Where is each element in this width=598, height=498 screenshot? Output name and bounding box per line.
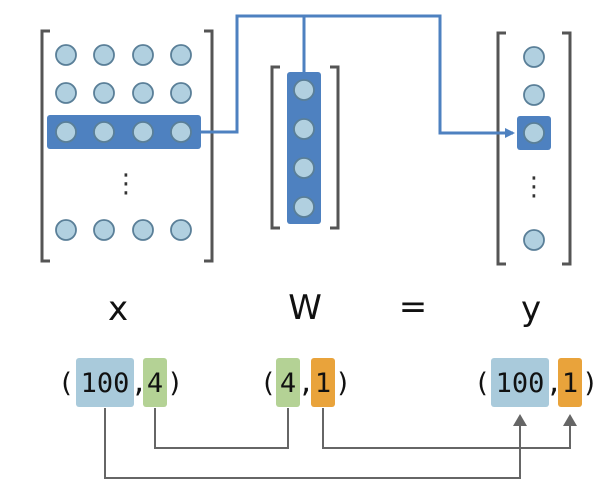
shape-w-cols-highlight bbox=[311, 358, 335, 407]
matrix-y-cell bbox=[523, 229, 545, 251]
x-row-to-w-link bbox=[201, 14, 306, 134]
matrix-w-cell bbox=[293, 118, 315, 140]
shape-y-rows: 100 bbox=[496, 368, 545, 399]
shape-w-close-paren: ) bbox=[335, 368, 351, 399]
shape-x-cols: 4 bbox=[147, 368, 163, 399]
matrix-x-row-2 bbox=[55, 82, 192, 104]
matrix-x-cell bbox=[93, 44, 115, 66]
matrix-x-left-bracket bbox=[40, 29, 50, 263]
matrix-y: ⋮ bbox=[496, 31, 572, 266]
matrix-x-cell bbox=[132, 121, 154, 143]
matrix-x-cell bbox=[93, 82, 115, 104]
shape-x-comma: , bbox=[131, 368, 147, 399]
output-cols-arrowhead bbox=[563, 414, 577, 426]
label-w: W bbox=[288, 288, 322, 328]
matrix-x-right-bracket bbox=[204, 29, 214, 263]
shape-w: ( 4 , 1 ) bbox=[260, 358, 351, 407]
output-cols-link bbox=[322, 408, 571, 449]
matrix-x-cell bbox=[170, 82, 192, 104]
matrix-x-cell bbox=[55, 219, 77, 241]
matrix-w-right-bracket bbox=[330, 65, 340, 230]
output-rows-arrowhead bbox=[513, 414, 527, 426]
matrix-x-cell bbox=[55, 121, 77, 143]
matrix-w bbox=[270, 65, 340, 230]
matrix-y-cell bbox=[523, 84, 545, 106]
matrix-x-cell bbox=[132, 44, 154, 66]
shape-x-cols-highlight bbox=[143, 358, 167, 407]
shape-y-cols: 1 bbox=[562, 368, 578, 399]
matrix-y-cell bbox=[523, 122, 545, 144]
matrix-w-left-bracket bbox=[270, 65, 280, 230]
matrix-w-cell bbox=[293, 79, 315, 101]
matrix-y-right-bracket bbox=[562, 31, 572, 266]
shape-y-open-paren: ( bbox=[474, 368, 490, 399]
matrix-x-cell bbox=[55, 82, 77, 104]
matrix-x-last-row bbox=[55, 219, 192, 241]
matrix-w-cell bbox=[293, 196, 315, 218]
shape-w-rows: 4 bbox=[280, 368, 296, 399]
shape-w-open-paren: ( bbox=[260, 368, 276, 399]
matrix-x-row-1 bbox=[55, 44, 192, 66]
matrix-y-left-bracket bbox=[496, 31, 506, 266]
dimension-connectors bbox=[104, 408, 577, 479]
shape-y-cols-highlight bbox=[558, 358, 582, 407]
shape-y-close-paren: ) bbox=[582, 368, 598, 399]
matrix-y-cell bbox=[523, 46, 545, 68]
shape-x-rows-highlight bbox=[76, 358, 134, 407]
label-x: x bbox=[108, 289, 128, 329]
matrix-x-row-3 bbox=[55, 121, 192, 143]
matrix-x-cell bbox=[170, 44, 192, 66]
matrix-y-vertical-ellipsis: ⋮ bbox=[521, 172, 547, 202]
matrix-x-cell bbox=[132, 219, 154, 241]
shape-y-rows-highlight bbox=[491, 358, 549, 407]
shape-x-close-paren: ) bbox=[167, 368, 183, 399]
flow-to-y-arrow bbox=[304, 14, 515, 138]
shape-y: ( 100 , 1 ) bbox=[474, 358, 598, 407]
label-equals: = bbox=[399, 287, 428, 327]
matrix-x-cell bbox=[132, 82, 154, 104]
label-y: y bbox=[521, 289, 541, 329]
shape-w-comma: , bbox=[298, 368, 314, 399]
matrix-w-cell bbox=[293, 157, 315, 179]
shape-y-comma: , bbox=[546, 368, 562, 399]
matrix-x-cell bbox=[55, 44, 77, 66]
matrix-x-vertical-ellipsis: ⋮ bbox=[113, 169, 139, 199]
matrix-x-cell bbox=[170, 219, 192, 241]
shape-w-rows-highlight bbox=[276, 358, 300, 407]
shape-x-open-paren: ( bbox=[58, 368, 74, 399]
output-rows-link bbox=[104, 408, 521, 479]
shape-w-cols: 1 bbox=[315, 368, 331, 399]
shape-x-rows: 100 bbox=[81, 368, 130, 399]
matrix-w-highlighted-column bbox=[287, 72, 321, 224]
matrix-x-cell bbox=[170, 121, 192, 143]
inner-dimension-link bbox=[154, 408, 289, 449]
matrix-x-cell bbox=[93, 121, 115, 143]
product-flow-connector bbox=[201, 14, 515, 138]
matrix-x-highlighted-row bbox=[47, 115, 201, 149]
shape-x: ( 100 , 4 ) bbox=[58, 358, 183, 407]
matrix-x-cell bbox=[93, 219, 115, 241]
matrix-x: ⋮ bbox=[40, 29, 214, 263]
